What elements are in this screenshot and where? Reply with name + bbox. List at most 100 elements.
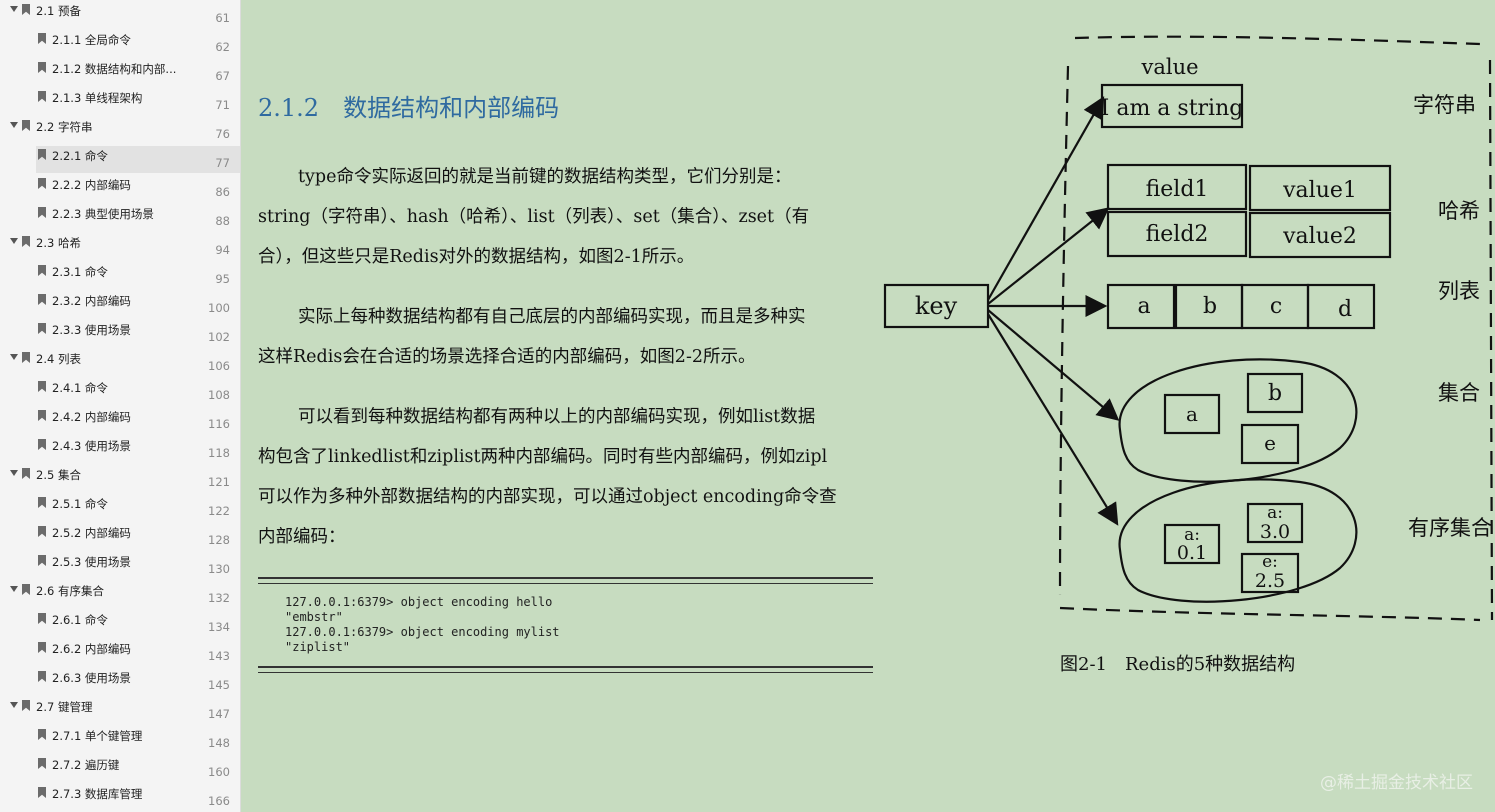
- hash-value-label: value1: [1282, 178, 1357, 203]
- toc-item-label: 2.5.1 命令: [52, 497, 108, 511]
- toc-item-page: 132: [208, 591, 230, 605]
- toc-item-page: 102: [208, 330, 230, 344]
- code-line: "ziplist": [285, 640, 351, 654]
- toc-item-label: 2.1 预备: [36, 4, 81, 18]
- set-item-box: [1240, 423, 1300, 465]
- hash-value-box: [1248, 164, 1392, 212]
- expand-arrow-icon[interactable]: [10, 238, 18, 244]
- toc-item-page: 62: [215, 40, 230, 54]
- toc-item-page: 143: [208, 649, 230, 663]
- bookmark-icon: [38, 497, 46, 508]
- zset-item-label: e:: [1262, 552, 1278, 572]
- list-item-label: d: [1338, 297, 1352, 322]
- toc-item-label: 2.1.1 全局命令: [52, 33, 131, 47]
- toc-item-page: 130: [208, 562, 230, 576]
- set-item-label: b: [1268, 381, 1282, 406]
- set-item-label: e: [1264, 431, 1276, 455]
- paragraph-line: 内部编码：: [258, 527, 346, 547]
- list-type-label: 列表: [1438, 279, 1480, 303]
- bookmark-icon: [38, 178, 46, 189]
- hash-field-label: field1: [1146, 177, 1209, 202]
- toc-item-label: 2.3.1 命令: [52, 265, 108, 279]
- bookmark-icon: [22, 700, 30, 711]
- expand-arrow-icon[interactable]: [10, 122, 18, 128]
- set-item-box: [1163, 393, 1221, 435]
- list-item-box: [1106, 283, 1176, 330]
- bookmark-icon: [38, 787, 46, 798]
- bookmark-icon: [38, 33, 46, 44]
- toc-item-label: 2.3 哈希: [36, 236, 81, 250]
- expand-arrow-icon[interactable]: [10, 586, 18, 592]
- expand-arrow-icon[interactable]: [10, 354, 18, 360]
- list-item-box: [1306, 283, 1376, 330]
- toc-item-label: 2.6.2 内部编码: [52, 642, 131, 656]
- toc-item-label: 2.5.3 使用场景: [52, 555, 131, 569]
- dashed-frame: [1074, 35, 1481, 46]
- toc-item[interactable]: 2.5.3 使用场景 130: [0, 551, 240, 580]
- bookmark-icon: [38, 91, 46, 102]
- set-type-label: 集合: [1438, 381, 1480, 405]
- code-line: "embstr": [285, 610, 343, 624]
- zset-item-box: [1240, 552, 1300, 594]
- bookmark-icon: [22, 584, 30, 595]
- toc-item-label: 2.3.2 内部编码: [52, 294, 131, 308]
- bookmark-icon: [38, 555, 46, 566]
- arrow-to-hash: [987, 207, 1110, 305]
- bookmark-icon: [22, 352, 30, 363]
- paragraph-line: 可以看到每种数据结构都有两种以上的内部编码实现，例如list数据: [298, 407, 816, 427]
- toc-item-label: 2.7.2 遍历键: [52, 758, 120, 772]
- toc-item-page: 94: [215, 243, 230, 257]
- toc-item-page: 122: [208, 504, 230, 518]
- toc-item[interactable]: 2.3 哈希 94: [0, 232, 240, 261]
- arrow-to-set: [987, 309, 1120, 421]
- toc-item-label: 2.5.2 内部编码: [52, 526, 131, 540]
- key-label: key: [915, 292, 958, 320]
- toc-item-page: 134: [208, 620, 230, 634]
- paragraph-line: 构包含了linkedlist和ziplist两种内部编码。同时有些内部编码，例如…: [258, 447, 828, 467]
- toc-item-page: 77: [215, 156, 230, 170]
- toc-item-label: 2.7.1 单个键管理: [52, 729, 143, 743]
- zset-type-label: 有序集合: [1408, 516, 1492, 540]
- bookmark-icon: [22, 4, 30, 15]
- bookmark-icon: [38, 613, 46, 624]
- expand-arrow-icon[interactable]: [10, 702, 18, 708]
- toc-item[interactable]: 2.1.2 数据结构和内部...67: [0, 58, 240, 87]
- code-block: 127.0.0.1:6379> object encoding hello "e…: [285, 595, 560, 655]
- toc-item[interactable]: 2.6.2 内部编码 143: [0, 638, 240, 667]
- zset-item-label: 2.5: [1255, 570, 1285, 592]
- toc-item-label: 2.7 键管理: [36, 700, 93, 714]
- toc-item[interactable]: 2.5.1 命令 122: [0, 493, 240, 522]
- toc-item-page: 71: [215, 98, 230, 112]
- bookmark-icon: [22, 236, 30, 247]
- expand-arrow-icon[interactable]: [10, 470, 18, 476]
- hash-type-label: 哈希: [1438, 199, 1480, 223]
- toc-item[interactable]: 2.1.1 全局命令 62: [0, 29, 240, 58]
- expand-arrow-icon[interactable]: [10, 6, 18, 12]
- zset-ellipse: [1118, 478, 1358, 603]
- toc-item-label: 2.1.2 数据结构和内部...: [52, 62, 177, 76]
- hash-value-box: [1248, 211, 1392, 259]
